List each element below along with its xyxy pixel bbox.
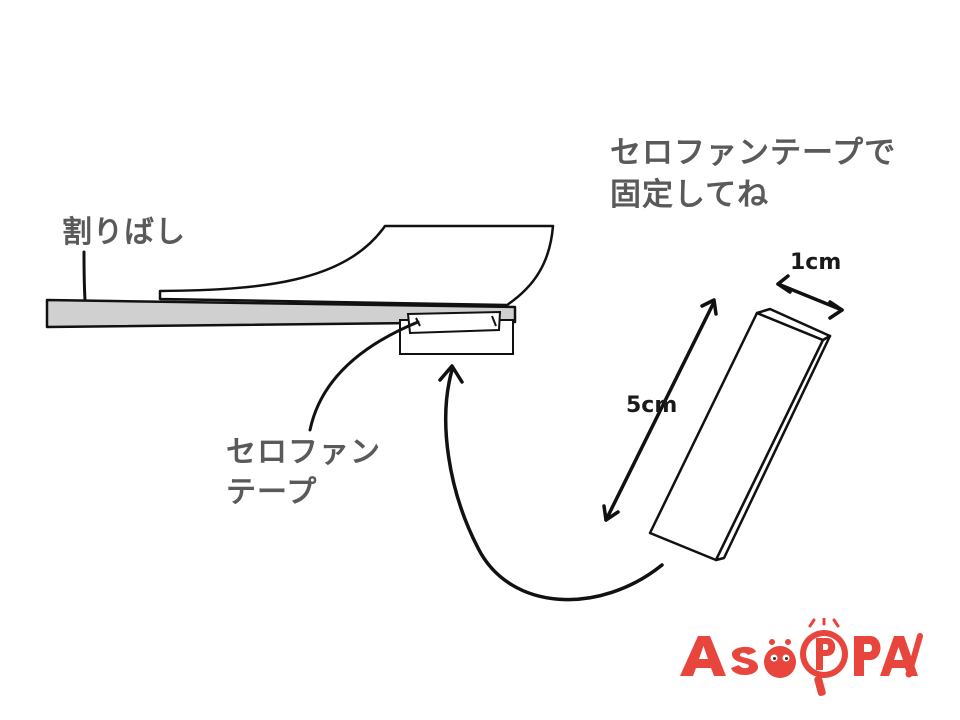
chopsticks-bar bbox=[45, 298, 517, 329]
width-arrow-head-left bbox=[776, 274, 792, 294]
width-arrow-head-right bbox=[828, 300, 844, 320]
curved-arrow bbox=[444, 368, 664, 602]
block-side-face bbox=[714, 334, 832, 562]
length-dimension-arrow bbox=[604, 300, 716, 522]
tape-label: セロファン テープ bbox=[226, 433, 381, 513]
chopsticks-label: 割りばし bbox=[62, 215, 186, 250]
chopsticks-leader-line bbox=[82, 250, 87, 302]
length-arrow-head-top bbox=[700, 298, 718, 316]
width-dimension-arrow bbox=[776, 282, 844, 312]
asoppa-logo bbox=[680, 618, 923, 697]
spoon-shape bbox=[158, 224, 555, 307]
instruction-line-2: 固定してね bbox=[610, 177, 770, 213]
tape-overlap bbox=[406, 310, 502, 335]
length-dimension-label: 5cm bbox=[626, 393, 678, 418]
width-dimension-label: 1cm bbox=[790, 250, 842, 275]
tape-label-line-1: セロファン bbox=[226, 435, 381, 470]
curved-arrow-head bbox=[438, 364, 464, 384]
length-arrow-head-bottom bbox=[602, 504, 620, 522]
instruction-text: セロファンテープで 固定してね bbox=[610, 132, 896, 216]
instruction-line-1: セロファンテープで bbox=[610, 135, 897, 171]
tape-leader-line bbox=[308, 320, 420, 432]
tape-label-line-2: テープ bbox=[226, 475, 318, 510]
